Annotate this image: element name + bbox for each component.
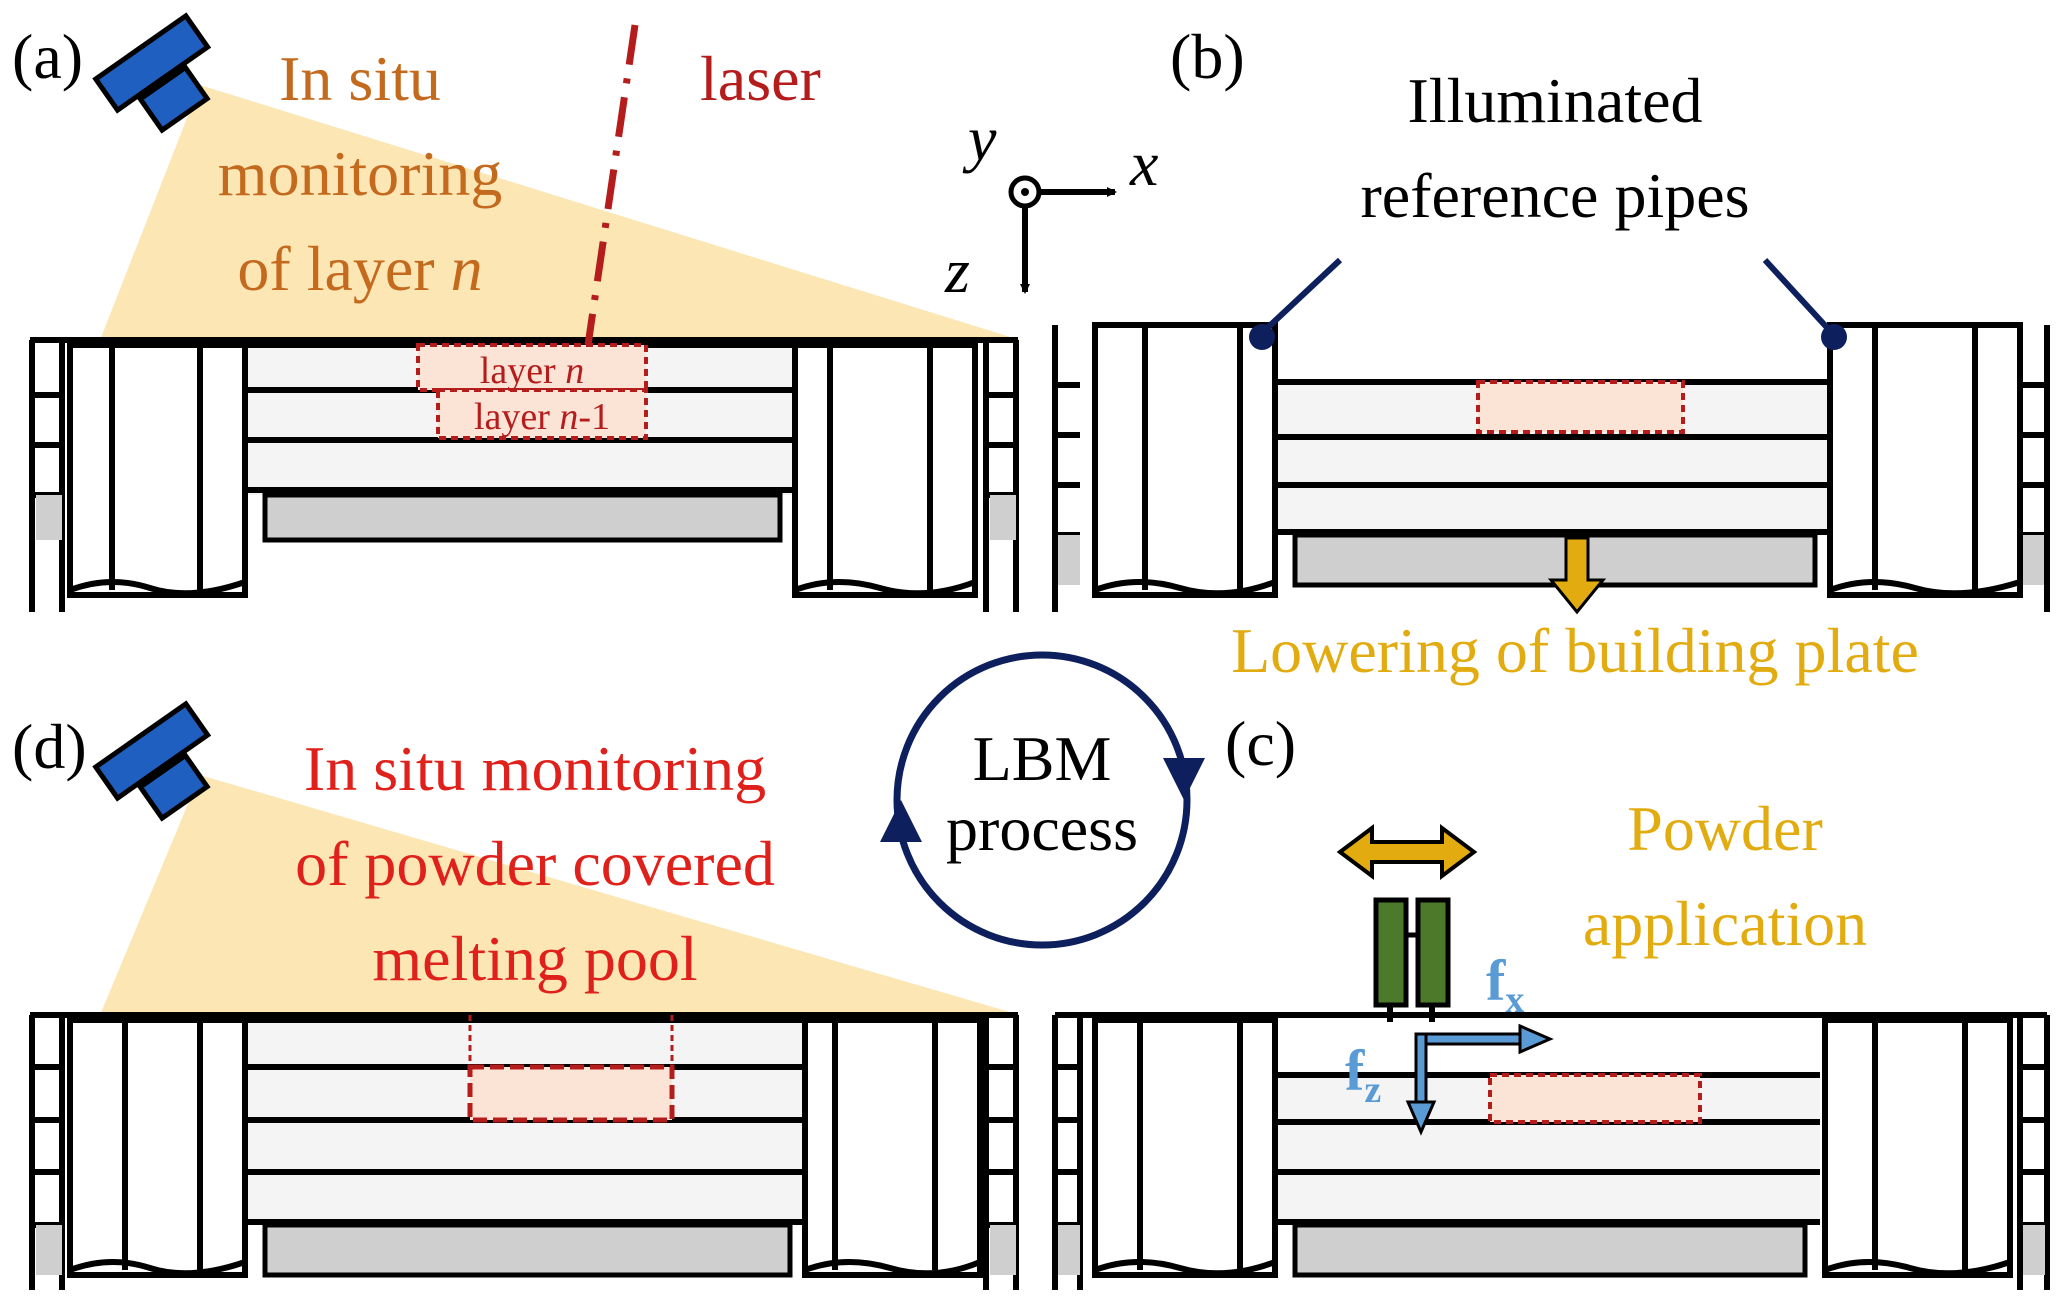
force-arrows — [1405, 1023, 1554, 1136]
cycle-arrow-right-icon — [1163, 758, 1205, 800]
caption-d-line2: of powder covered — [295, 828, 775, 899]
powder-bed-c — [1052, 1012, 2050, 1290]
cycle-label-line1: LBM — [973, 723, 1112, 794]
reference-pipe-left-c — [1092, 1017, 1278, 1278]
building-plate-d — [262, 1222, 793, 1278]
panel-c: fx fz (c) Powder application — [1052, 708, 2050, 1290]
reference-pipe-right-a — [792, 342, 978, 598]
layer-n-label: layer n — [480, 350, 584, 392]
reference-pipe-right-c — [1822, 1017, 2013, 1278]
cycle-arrow-left-icon — [880, 800, 922, 842]
caption-c-line1: Powder — [1627, 793, 1823, 864]
panel-b: (b) Illuminated reference pipes Lowering… — [1052, 21, 2050, 686]
layer-n1-label: layer n-1 — [474, 396, 610, 438]
panel-d: (d) In situ monitoring of powder covered… — [12, 700, 1020, 1290]
lowering-caption: Lowering of building plate — [1231, 615, 1919, 686]
pipes-caption-line2: reference pipes — [1360, 160, 1749, 231]
axis-y-label: y — [962, 103, 997, 174]
pipe-marker-right — [1821, 324, 1847, 350]
part-b — [1476, 380, 1685, 434]
reference-pipe-left-a — [67, 342, 248, 598]
part-c — [1488, 1073, 1702, 1124]
pipe-marker-left — [1249, 324, 1275, 350]
recoater-blade — [1373, 897, 1451, 1008]
reference-pipe-left-b — [1092, 322, 1278, 598]
reference-pipe-right-b — [1827, 322, 2023, 598]
building-plate-a — [262, 492, 783, 543]
panel-label-c: (c) — [1225, 708, 1296, 779]
caption-d-line3: melting pool — [372, 923, 697, 994]
reference-pipe-right-d — [802, 1017, 983, 1278]
camera-fov-a — [100, 85, 1020, 340]
panel-label-d: (d) — [12, 711, 87, 782]
camera-icon-d — [92, 700, 212, 822]
axis-x-label: x — [1129, 128, 1158, 199]
panel-label-a: (a) — [12, 21, 83, 92]
lbm-cycle: LBM process — [880, 651, 1205, 949]
caption-c-line2: application — [1583, 888, 1867, 959]
building-plate-b — [1292, 532, 1818, 588]
building-plate-c — [1292, 1222, 1808, 1278]
melting-pool-d — [467, 1064, 675, 1123]
camera-icon-a — [92, 12, 212, 134]
axis-z-label: z — [944, 235, 970, 306]
pipes-caption-line1: Illuminated — [1407, 65, 1702, 136]
caption-a-line1: In situ — [279, 43, 441, 114]
laser-label: laser — [700, 43, 821, 114]
part-layer-n1-a — [436, 388, 648, 440]
panel-label-b: (b) — [1170, 21, 1245, 92]
cycle-label-line2: process — [946, 793, 1138, 864]
coordinate-axes: x y z — [944, 103, 1158, 306]
panel-a: layer n layer n-1 laser (a) In situ moni… — [12, 12, 1020, 612]
force-z-label: fz — [1345, 1038, 1381, 1111]
recoater-motion-arrow-icon — [1336, 824, 1478, 880]
reference-pipe-left-d — [67, 1017, 248, 1278]
lowering-arrow-icon — [1547, 536, 1607, 615]
force-x-label: fx — [1486, 948, 1524, 1021]
laser-beam — [584, 24, 639, 346]
powder-bed-d — [29, 1012, 1019, 1290]
camera-fov-d — [100, 775, 1020, 1015]
caption-a-line3: of layer n — [237, 233, 482, 304]
caption-a-line2: monitoring — [218, 138, 502, 209]
caption-d-line1: In situ monitoring — [304, 733, 766, 804]
